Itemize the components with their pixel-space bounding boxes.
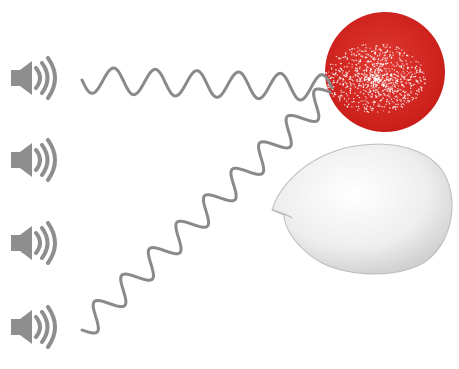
speaker-icon-3 <box>11 223 55 263</box>
red-speckled-ball <box>325 12 445 132</box>
speaker-icon-1 <box>11 58 55 98</box>
speaker-icon-4 <box>11 307 55 347</box>
speaker-icon-2 <box>11 140 55 180</box>
white-egg-shape <box>272 144 452 274</box>
sound-wave-top <box>82 68 332 100</box>
